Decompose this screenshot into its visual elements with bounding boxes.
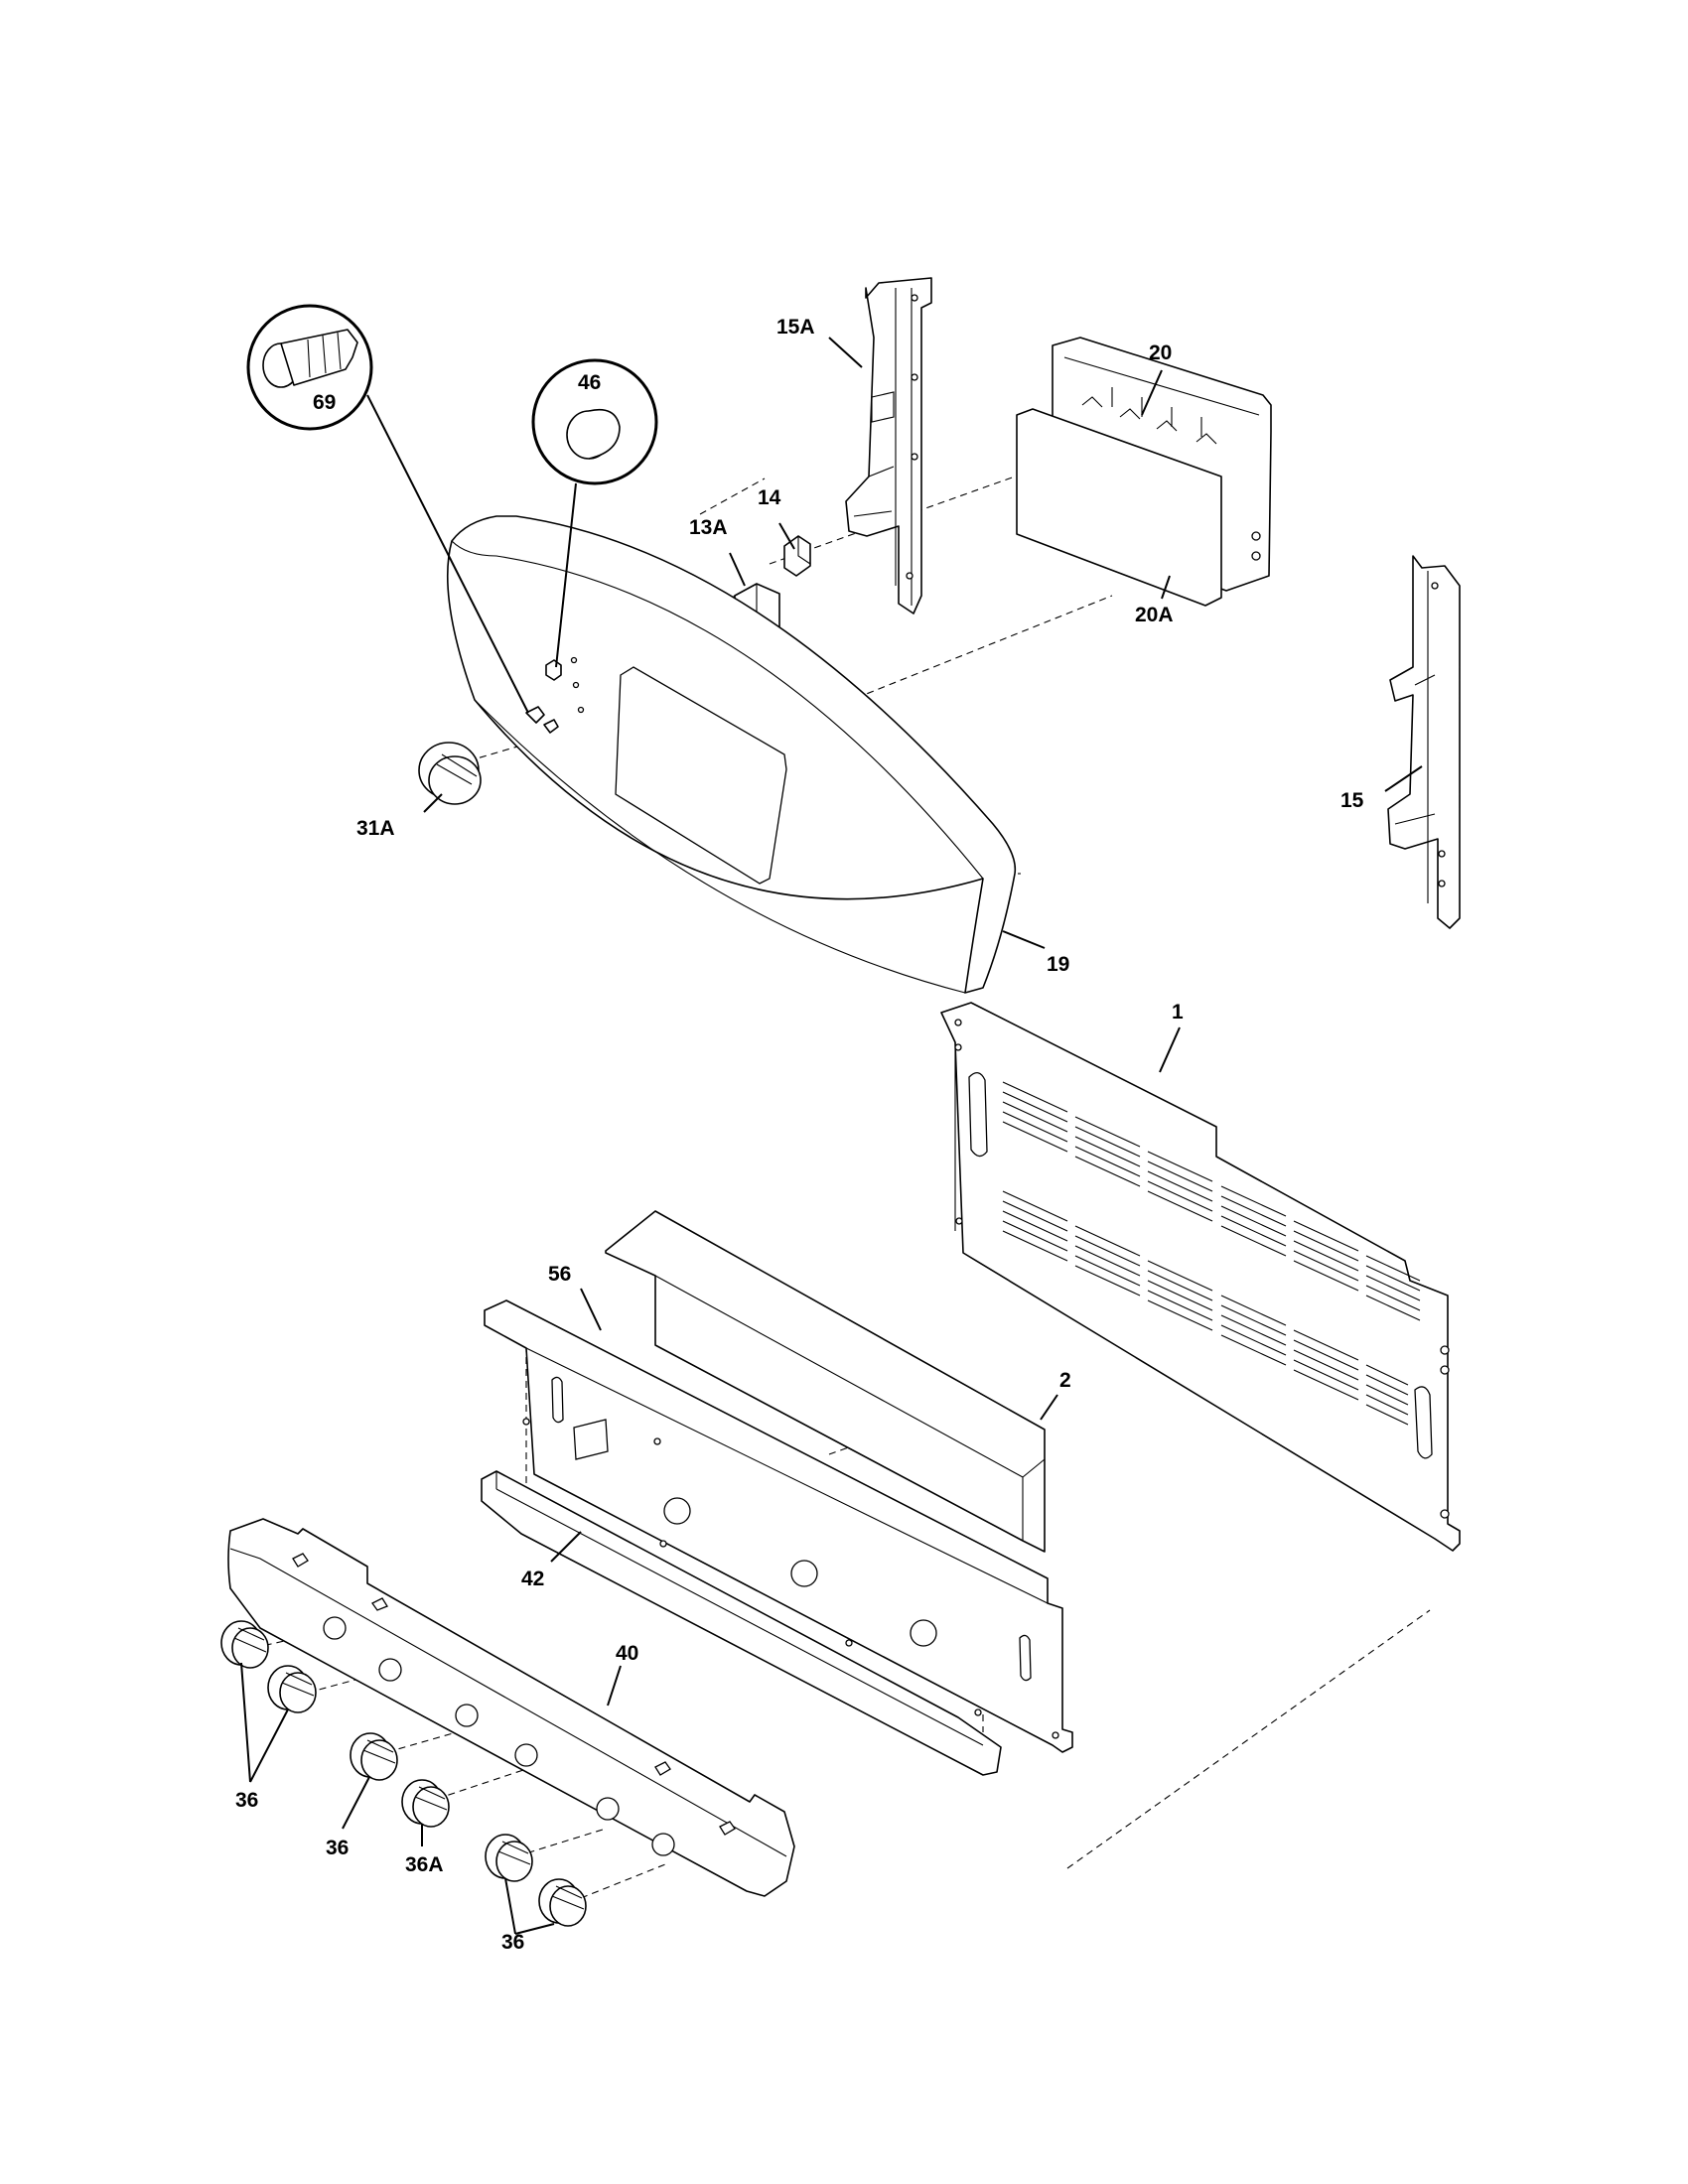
part-19-control-panel <box>446 515 1017 994</box>
callout-13A: 13A <box>689 516 728 539</box>
part-46-indicator-light <box>545 659 562 681</box>
magnifier-46 <box>531 358 658 668</box>
part-14-switch <box>783 535 811 577</box>
callout-69: 69 <box>313 391 336 414</box>
knob-36-4 <box>485 1834 533 1882</box>
part-15A-left-end-bracket <box>845 277 932 614</box>
callout-31A: 31A <box>356 817 395 840</box>
callout-46: 46 <box>578 371 601 394</box>
callout-36A: 36A <box>405 1853 444 1876</box>
knob-36A <box>401 1779 450 1828</box>
part-31A-knob <box>418 742 482 805</box>
leader-lines <box>240 337 1423 1935</box>
knob-36-5 <box>538 1878 587 1927</box>
callout-20A: 20A <box>1135 604 1174 626</box>
part-2-heat-shield <box>605 1210 1046 1553</box>
part-15-right-end-bracket <box>1387 555 1461 929</box>
part-1-back-panel <box>940 1002 1461 1552</box>
callout-1: 1 <box>1172 1001 1184 1024</box>
part-69-screws <box>525 706 559 734</box>
callout-15A: 15A <box>776 316 815 339</box>
callout-20: 20 <box>1149 341 1172 364</box>
knob-36-3 <box>350 1732 398 1781</box>
callout-42: 42 <box>521 1568 544 1590</box>
callout-40: 40 <box>616 1642 638 1665</box>
callout-2: 2 <box>1059 1369 1071 1392</box>
part-40-manifold-panel <box>227 1518 795 1897</box>
knob-36-2 <box>267 1665 317 1713</box>
magnifier-69 <box>246 304 529 714</box>
callout-19: 19 <box>1047 953 1069 976</box>
burner-knobs <box>220 1620 587 1927</box>
callout-36-b: 36 <box>326 1837 349 1859</box>
callout-15: 15 <box>1340 789 1364 812</box>
callout-labels: 46 69 31A 15A 14 13A 20 20A 15 19 1 56 2… <box>235 316 1364 1954</box>
callout-36-c: 36 <box>501 1931 524 1954</box>
part-42-lower-trim <box>481 1470 1002 1776</box>
callout-56: 56 <box>548 1263 571 1286</box>
part-56-bracket <box>484 1299 1073 1753</box>
part-20A-overlay-panel <box>1016 408 1222 607</box>
back-panel-vents <box>1002 1081 1421 1426</box>
callout-36-a: 36 <box>235 1789 258 1812</box>
callout-14: 14 <box>758 486 781 509</box>
